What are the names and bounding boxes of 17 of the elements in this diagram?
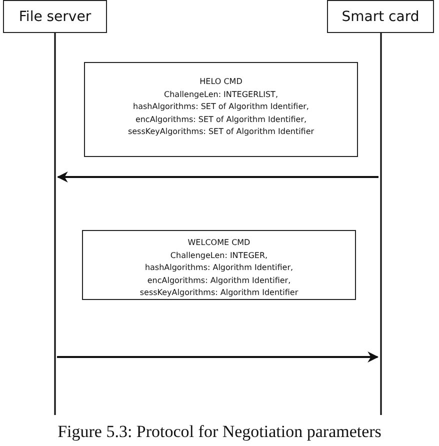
message-field: hashAlgorithms: SET of Algorithm Identifier,: [133, 101, 309, 114]
message-field: encAlgorithms: Algorithm Identifier,: [147, 274, 291, 287]
message-field: ChallengeLen: INTEGERLIST,: [164, 88, 278, 101]
message-field: hashAlgorithms: Algorithm Identifier,: [144, 262, 294, 274]
message-field: sessKeyAlgorithms: Algorithm Identifier: [140, 287, 298, 300]
message-arrow: [57, 352, 379, 362]
message-field: sessKeyAlgorithms: SET of Algorithm Identifier: [128, 126, 314, 138]
participant-label: Smart card: [342, 8, 420, 24]
message-title: HELO CMD: [200, 76, 242, 88]
figure-caption: Figure 5.3: Protocol for Negotiation parameters: [56, 422, 382, 442]
message-field: encAlgorithms: SET of Algorithm Identifier,: [135, 114, 307, 126]
message-box: [84, 62, 358, 157]
message-box: [82, 230, 356, 300]
message-field: ChallengeLen: INTEGER,: [170, 250, 268, 262]
message-title: WELCOME CMD: [188, 237, 250, 249]
message-arrow: [56, 172, 378, 182]
participant-label: File server: [18, 8, 92, 24]
